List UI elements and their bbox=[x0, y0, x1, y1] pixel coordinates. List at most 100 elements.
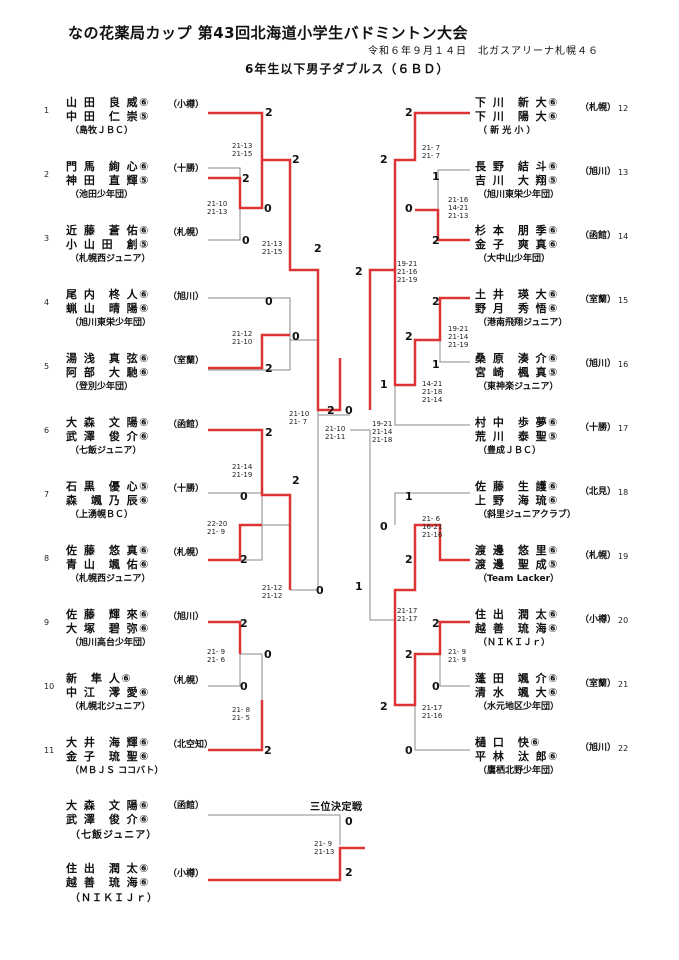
team-name: （水元地区少年団） bbox=[478, 702, 560, 712]
entry-number: 2 bbox=[44, 170, 50, 179]
score: 2 bbox=[242, 172, 250, 185]
player2-name: 大 塚 碧 弥⑥ bbox=[66, 622, 150, 635]
game-score: 21- 9 21-13 bbox=[314, 840, 335, 856]
score: 2 bbox=[355, 265, 363, 278]
team-name: （豊成ＪＢＣ） bbox=[478, 446, 542, 456]
team-name: （ＭＢＪＳ ココバト） bbox=[70, 766, 164, 776]
entry-number: 12 bbox=[618, 104, 629, 113]
score: 2 bbox=[265, 426, 273, 439]
entry-number: 7 bbox=[44, 490, 50, 499]
third-a-team: （七飯ジュニア） bbox=[70, 830, 158, 841]
score: 2 bbox=[405, 106, 413, 119]
third-place-label: 三位決定戦 bbox=[310, 802, 363, 813]
region-label: （札幌） bbox=[168, 676, 205, 686]
region-label: （札幌） bbox=[168, 548, 205, 558]
player2-name: 宮 崎 楓 真⑤ bbox=[475, 366, 559, 379]
player2-name: 森 颯 乃 辰⑥ bbox=[66, 494, 150, 507]
player2-name: 平 林 汰 郎⑥ bbox=[475, 750, 559, 763]
third-a-region: （函館） bbox=[168, 801, 205, 811]
entry-number: 21 bbox=[618, 680, 629, 689]
entry-number: 16 bbox=[618, 360, 629, 369]
entry-number: 18 bbox=[618, 488, 629, 497]
game-score: 19-21 21-14 21-19 bbox=[448, 325, 469, 349]
score: 0 bbox=[345, 815, 353, 828]
player2-name: 小 山 田 創⑤ bbox=[66, 238, 150, 251]
player2-name: 金 子 琉 聖⑥ bbox=[66, 750, 150, 763]
entry-number: 13 bbox=[618, 168, 629, 177]
score: 2 bbox=[405, 330, 413, 343]
player1-name: 山 田 良 威⑥ bbox=[66, 96, 150, 109]
region-label: （旭川） bbox=[168, 612, 205, 622]
player2-name: 武 澤 俊 介⑥ bbox=[66, 430, 150, 443]
score: 0 bbox=[380, 520, 388, 533]
team-name: （七飯ジュニア） bbox=[70, 446, 142, 456]
team-name: （札幌西ジュニア） bbox=[70, 574, 151, 584]
team-name: （鷹栖北野少年団） bbox=[478, 766, 560, 776]
game-score: 21-12 21-12 bbox=[262, 584, 283, 600]
team-name: （斜里ジュニアクラブ） bbox=[478, 510, 576, 520]
score: 2 bbox=[405, 648, 413, 661]
game-score: 14-21 21-18 21-14 bbox=[422, 380, 443, 404]
date-venue: 令和６年９月１４日 北ガスアリーナ札幌４６ bbox=[368, 46, 599, 57]
region-label: （北見） bbox=[580, 487, 617, 497]
game-score: 21-17 21-16 bbox=[422, 704, 443, 720]
score: 0 bbox=[432, 680, 440, 693]
region-label: （小樽） bbox=[168, 100, 205, 110]
entry-number: 10 bbox=[44, 682, 55, 691]
game-score: 21- 6 16-21 21-16 bbox=[422, 515, 443, 539]
entry-number: 20 bbox=[618, 616, 629, 625]
game-score: 21- 9 21- 6 bbox=[207, 648, 226, 664]
team-name: （旭川東栄少年団） bbox=[70, 318, 152, 328]
team-name: （大中山少年団） bbox=[478, 254, 551, 264]
third-b-region: （小樽） bbox=[168, 869, 205, 879]
game-score: 19-21 21-14 21-18 bbox=[372, 420, 393, 444]
team-name: （港南飛翔ジュニア） bbox=[478, 318, 568, 328]
score: 2 bbox=[292, 153, 300, 166]
score: 2 bbox=[265, 362, 273, 375]
player1-name: 渡 邊 悠 里⑥ bbox=[475, 544, 559, 557]
player1-name: 長 野 結 斗⑥ bbox=[475, 160, 559, 173]
score: 0 bbox=[405, 202, 413, 215]
region-label: （室蘭） bbox=[168, 356, 205, 366]
team-name: （ＮＩＫＩＪｒ） bbox=[478, 638, 551, 648]
entry-number: 22 bbox=[618, 744, 629, 753]
score: 0 bbox=[292, 330, 300, 343]
entry-number: 15 bbox=[618, 296, 629, 305]
score: 2 bbox=[432, 295, 440, 308]
team-name: （島牧ＪＢＣ） bbox=[70, 126, 134, 136]
team-name: （登別少年団） bbox=[70, 382, 134, 392]
game-score: 21-12 21-10 bbox=[232, 330, 253, 346]
region-label: （十勝） bbox=[580, 423, 617, 433]
third-b-team: （ＮＩＫＩＪｒ） bbox=[70, 893, 158, 904]
score: 2 bbox=[240, 617, 248, 630]
score: 0 bbox=[265, 295, 273, 308]
score: 2 bbox=[432, 617, 440, 630]
team-name: （上湧幌ＢＣ） bbox=[70, 510, 134, 520]
score: 2 bbox=[265, 106, 273, 119]
tournament-title: なの花薬局カップ 第43回北海道小学生バドミントン大会 bbox=[68, 24, 469, 42]
game-score: 19-21 21-16 21-19 bbox=[397, 260, 418, 284]
player1-name: 新 隼 人⑥ bbox=[66, 672, 133, 685]
team-name: （池田少年団） bbox=[70, 190, 134, 200]
game-score: 22-20 21- 9 bbox=[207, 520, 228, 536]
game-score: 21- 8 21- 5 bbox=[232, 706, 251, 722]
player2-name: 吉 川 大 翔⑤ bbox=[475, 174, 559, 187]
player1-name: 樋 口 快⑥ bbox=[475, 736, 542, 749]
entry-number: 3 bbox=[44, 234, 50, 243]
score: 0 bbox=[405, 744, 413, 757]
team-name: （東神楽ジュニア） bbox=[478, 382, 559, 392]
entry-number: 6 bbox=[44, 426, 50, 435]
player1-name: 大 井 海 輝⑥ bbox=[66, 736, 150, 749]
team-name: （札幌北ジュニア） bbox=[70, 702, 151, 712]
entry-number: 4 bbox=[44, 298, 50, 307]
game-score: 21-10 21- 7 bbox=[289, 410, 310, 426]
third-a-player2: 武 澤 俊 介⑥ bbox=[66, 813, 150, 826]
player2-name: 上 野 海 琉⑥ bbox=[475, 494, 559, 507]
region-label: （十勝） bbox=[168, 484, 205, 494]
player1-name: 蓬 田 颯 介⑥ bbox=[475, 672, 559, 685]
player2-name: 中 田 仁 崇⑤ bbox=[66, 110, 150, 123]
entry-number: 19 bbox=[618, 552, 629, 561]
player1-name: 下 川 新 大⑥ bbox=[475, 96, 559, 109]
region-label: （旭川） bbox=[168, 292, 205, 302]
player2-name: 野 月 秀 悟⑥ bbox=[475, 302, 559, 315]
